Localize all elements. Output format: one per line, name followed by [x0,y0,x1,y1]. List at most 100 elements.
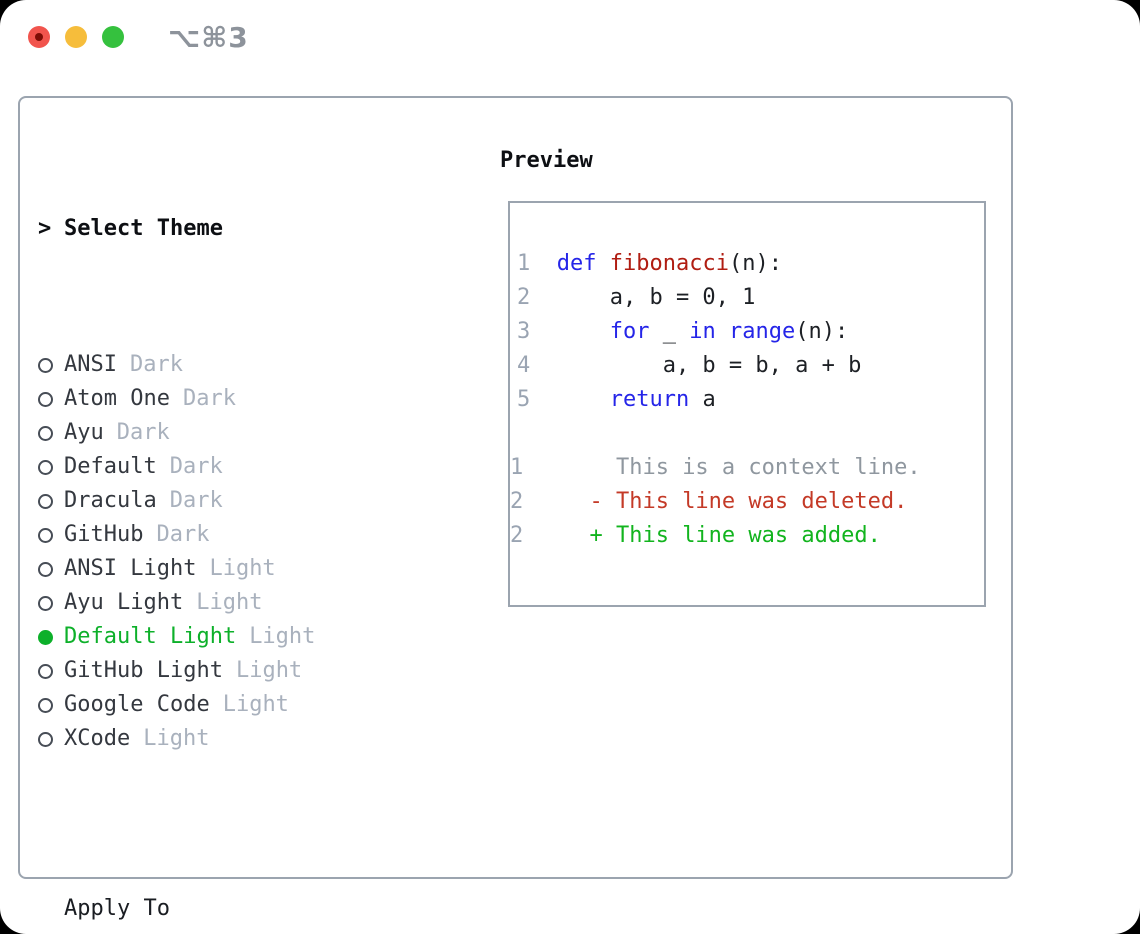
code-token-plain: (n): [728,251,782,276]
radio-icon [38,493,64,509]
theme-option[interactable]: Ayu Light Light [38,586,458,620]
theme-option[interactable]: Dracula Dark [38,484,458,518]
radio-icon [38,391,64,407]
line-number: 1 [510,455,524,480]
line-number: 3 [517,319,531,344]
preview-line: 5 return a [517,383,984,417]
radio-icon [38,561,64,577]
theme-option[interactable]: ANSI Dark [38,348,458,382]
theme-option[interactable]: Default Dark [38,450,458,484]
code-token-keyword: range [728,319,796,344]
code-token-plain [530,251,557,276]
line-number: 5 [517,387,531,412]
code-token-keyword: def [556,251,597,276]
radio-circle [38,493,53,509]
line-number: 2 [510,489,524,514]
radio-circle [38,731,53,747]
code-token-keyword: for [609,319,650,344]
line-number: 2 [517,285,531,310]
option-variant-label: Light [143,726,210,751]
radio-selected-icon [38,629,64,645]
line-number: 4 [517,353,531,378]
code-token-plain [530,319,609,344]
preview-line: 2 - This line was deleted. [510,485,984,519]
line-number: 2 [510,523,524,548]
radio-icon [38,425,64,441]
code-token-added: + This line was added. [523,523,881,548]
code-token-plain: a [689,387,716,412]
select-theme-header: > Select Theme [38,212,458,246]
code-token-keyword: in [689,319,716,344]
preview-line: 1 def fibonacci(n): [517,247,984,281]
minimize-button-icon[interactable] [65,26,87,48]
option-label: GitHub [64,522,144,547]
code-token-plain: a, b = b, a + b [530,353,862,378]
keyboard-shortcut-label: ⌥⌘3 [168,20,249,54]
radio-icon [38,663,64,679]
code-token-plain: a, b = 0, 1 [530,285,756,310]
code-token-plain [530,387,609,412]
preview-line: 2 + This line was added. [510,519,984,553]
option-variant-label: Dark [156,522,210,547]
radio-icon [38,527,64,543]
option-variant-label: Dark [129,352,183,377]
diff-preview: 1 This is a context line. 2 - This line w… [510,451,984,553]
radio-icon [38,357,64,373]
option-variant-label: Light [249,624,316,649]
code-token-keyword: return [609,387,690,412]
theme-option[interactable]: Atom One Dark [38,382,458,416]
apply-to-title: Apply To [64,896,170,921]
theme-option[interactable]: Google Code Light [38,688,458,722]
radio-circle [38,663,53,679]
select-theme-title: Select Theme [64,216,223,241]
radio-icon [38,595,64,611]
option-label: Google Code [64,692,210,717]
option-label: Default Light [64,624,237,649]
option-variant-label: Dark [169,488,223,513]
titlebar: ⌥⌘3 [28,21,249,54]
radio-icon [38,731,64,747]
radio-icon [38,697,64,713]
option-label: ANSI Light [64,556,197,581]
code-token-context: This is a context line. [523,455,921,480]
radio-circle [38,527,53,543]
option-variant-label: Light [196,590,263,615]
radio-icon [38,459,64,475]
option-label: GitHub Light [64,658,223,683]
radio-circle [38,391,53,407]
theme-option[interactable]: Default Light Light [38,620,458,654]
preview-title: Preview [500,148,593,173]
close-button-icon[interactable] [28,26,50,48]
theme-option[interactable]: GitHub Dark [38,518,458,552]
code-token-plain [597,251,610,276]
radio-circle [38,697,53,713]
preview-line: 2 a, b = 0, 1 [517,281,984,315]
option-variant-label: Dark [182,386,236,411]
radio-circle [38,561,53,577]
option-label: Default [64,454,157,479]
code-token-plain: (n): [795,319,849,344]
option-label: Dracula [64,488,157,513]
radio-circle [38,425,53,441]
preview-line: 4 a, b = b, a + b [517,349,984,383]
option-variant-label: Light [222,692,289,717]
apply-to-header: Apply To [38,892,458,926]
option-variant-label: Dark [169,454,223,479]
radio-circle [38,357,53,373]
option-label: Atom One [64,386,170,411]
code-token-plain [716,319,729,344]
option-label: ANSI [64,352,117,377]
zoom-button-icon[interactable] [102,26,124,48]
code-token-deleted: - This line was deleted. [523,489,908,514]
option-label: Ayu Light [64,590,184,615]
focus-caret-icon: > [38,216,52,241]
